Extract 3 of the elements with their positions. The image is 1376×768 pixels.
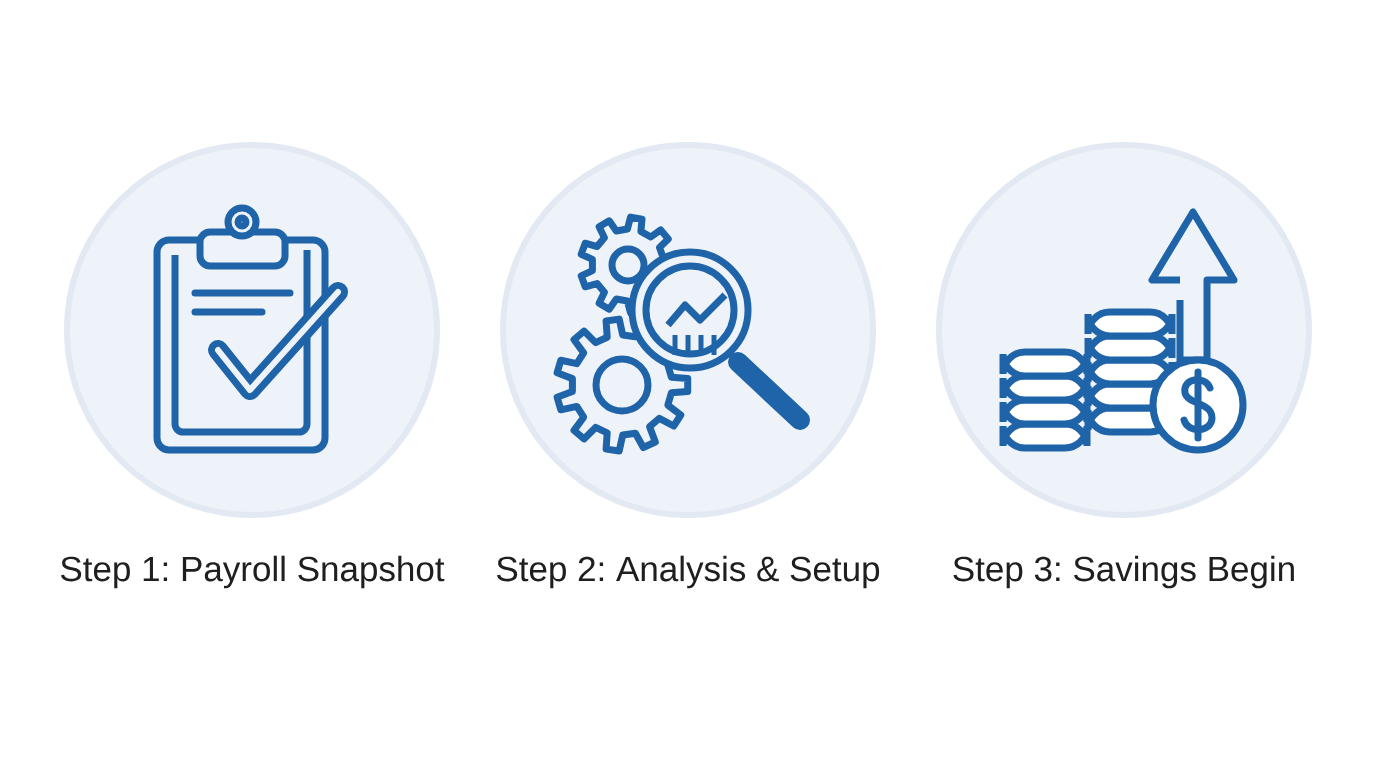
step-label: Step 3: Savings Begin	[953, 555, 1294, 589]
step-label: Step 1: Payroll Snapshot	[61, 555, 445, 589]
step-label: Step 2: Analysis & Setup	[497, 555, 880, 589]
